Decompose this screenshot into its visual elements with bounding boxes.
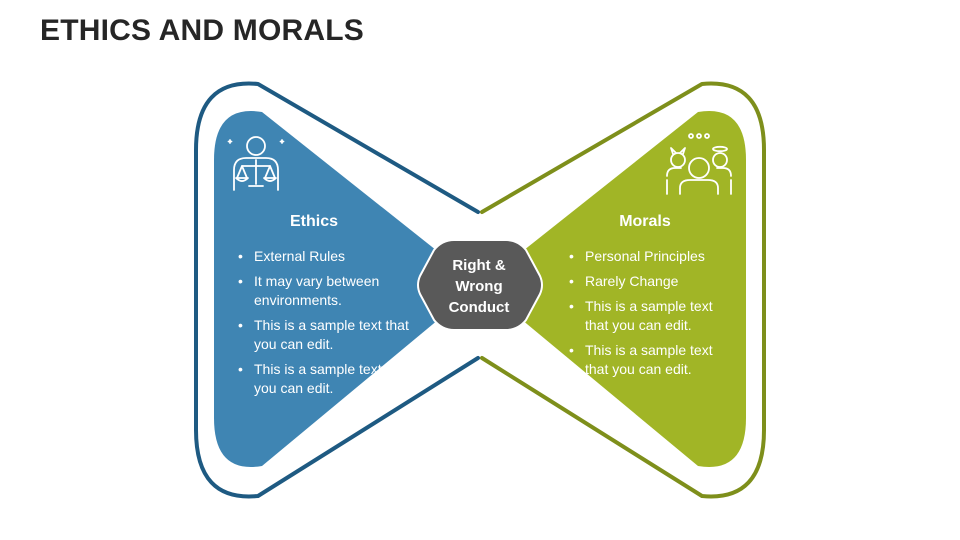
- morals-heading: Morals: [619, 213, 671, 230]
- center-hexagon: [417, 239, 543, 331]
- center-label-line: Wrong: [455, 278, 503, 295]
- center-label: Right & Wrong Conduct: [419, 255, 539, 318]
- ethics-outline: [194, 81, 480, 499]
- morals-item: Personal Principles: [567, 247, 727, 266]
- center-label-line: Right &: [452, 257, 506, 274]
- ethics-item: This is a sample text that you can edit.: [236, 360, 411, 398]
- morals-list: Personal Principles Rarely Change This i…: [567, 247, 727, 385]
- ethics-item: It may vary between environments.: [236, 272, 411, 310]
- page-title: ETHICS AND MORALS: [40, 14, 364, 47]
- morals-outline: [480, 81, 766, 499]
- ethics-item: This is a sample text that you can edit.: [236, 316, 411, 354]
- morals-item: This is a sample text that you can edit.: [567, 341, 727, 379]
- ethics-heading: Ethics: [289, 213, 338, 230]
- angel-devil-conscience-icon: [666, 133, 732, 195]
- center-label-line: Conduct: [448, 299, 510, 316]
- morals-item: This is a sample text that you can edit.: [567, 297, 727, 335]
- justice-scale-person-icon: [227, 136, 285, 191]
- ethics-list: External Rules It may vary between envir…: [236, 247, 411, 404]
- morals-item: Rarely Change: [567, 272, 727, 291]
- ethics-item: External Rules: [236, 247, 411, 266]
